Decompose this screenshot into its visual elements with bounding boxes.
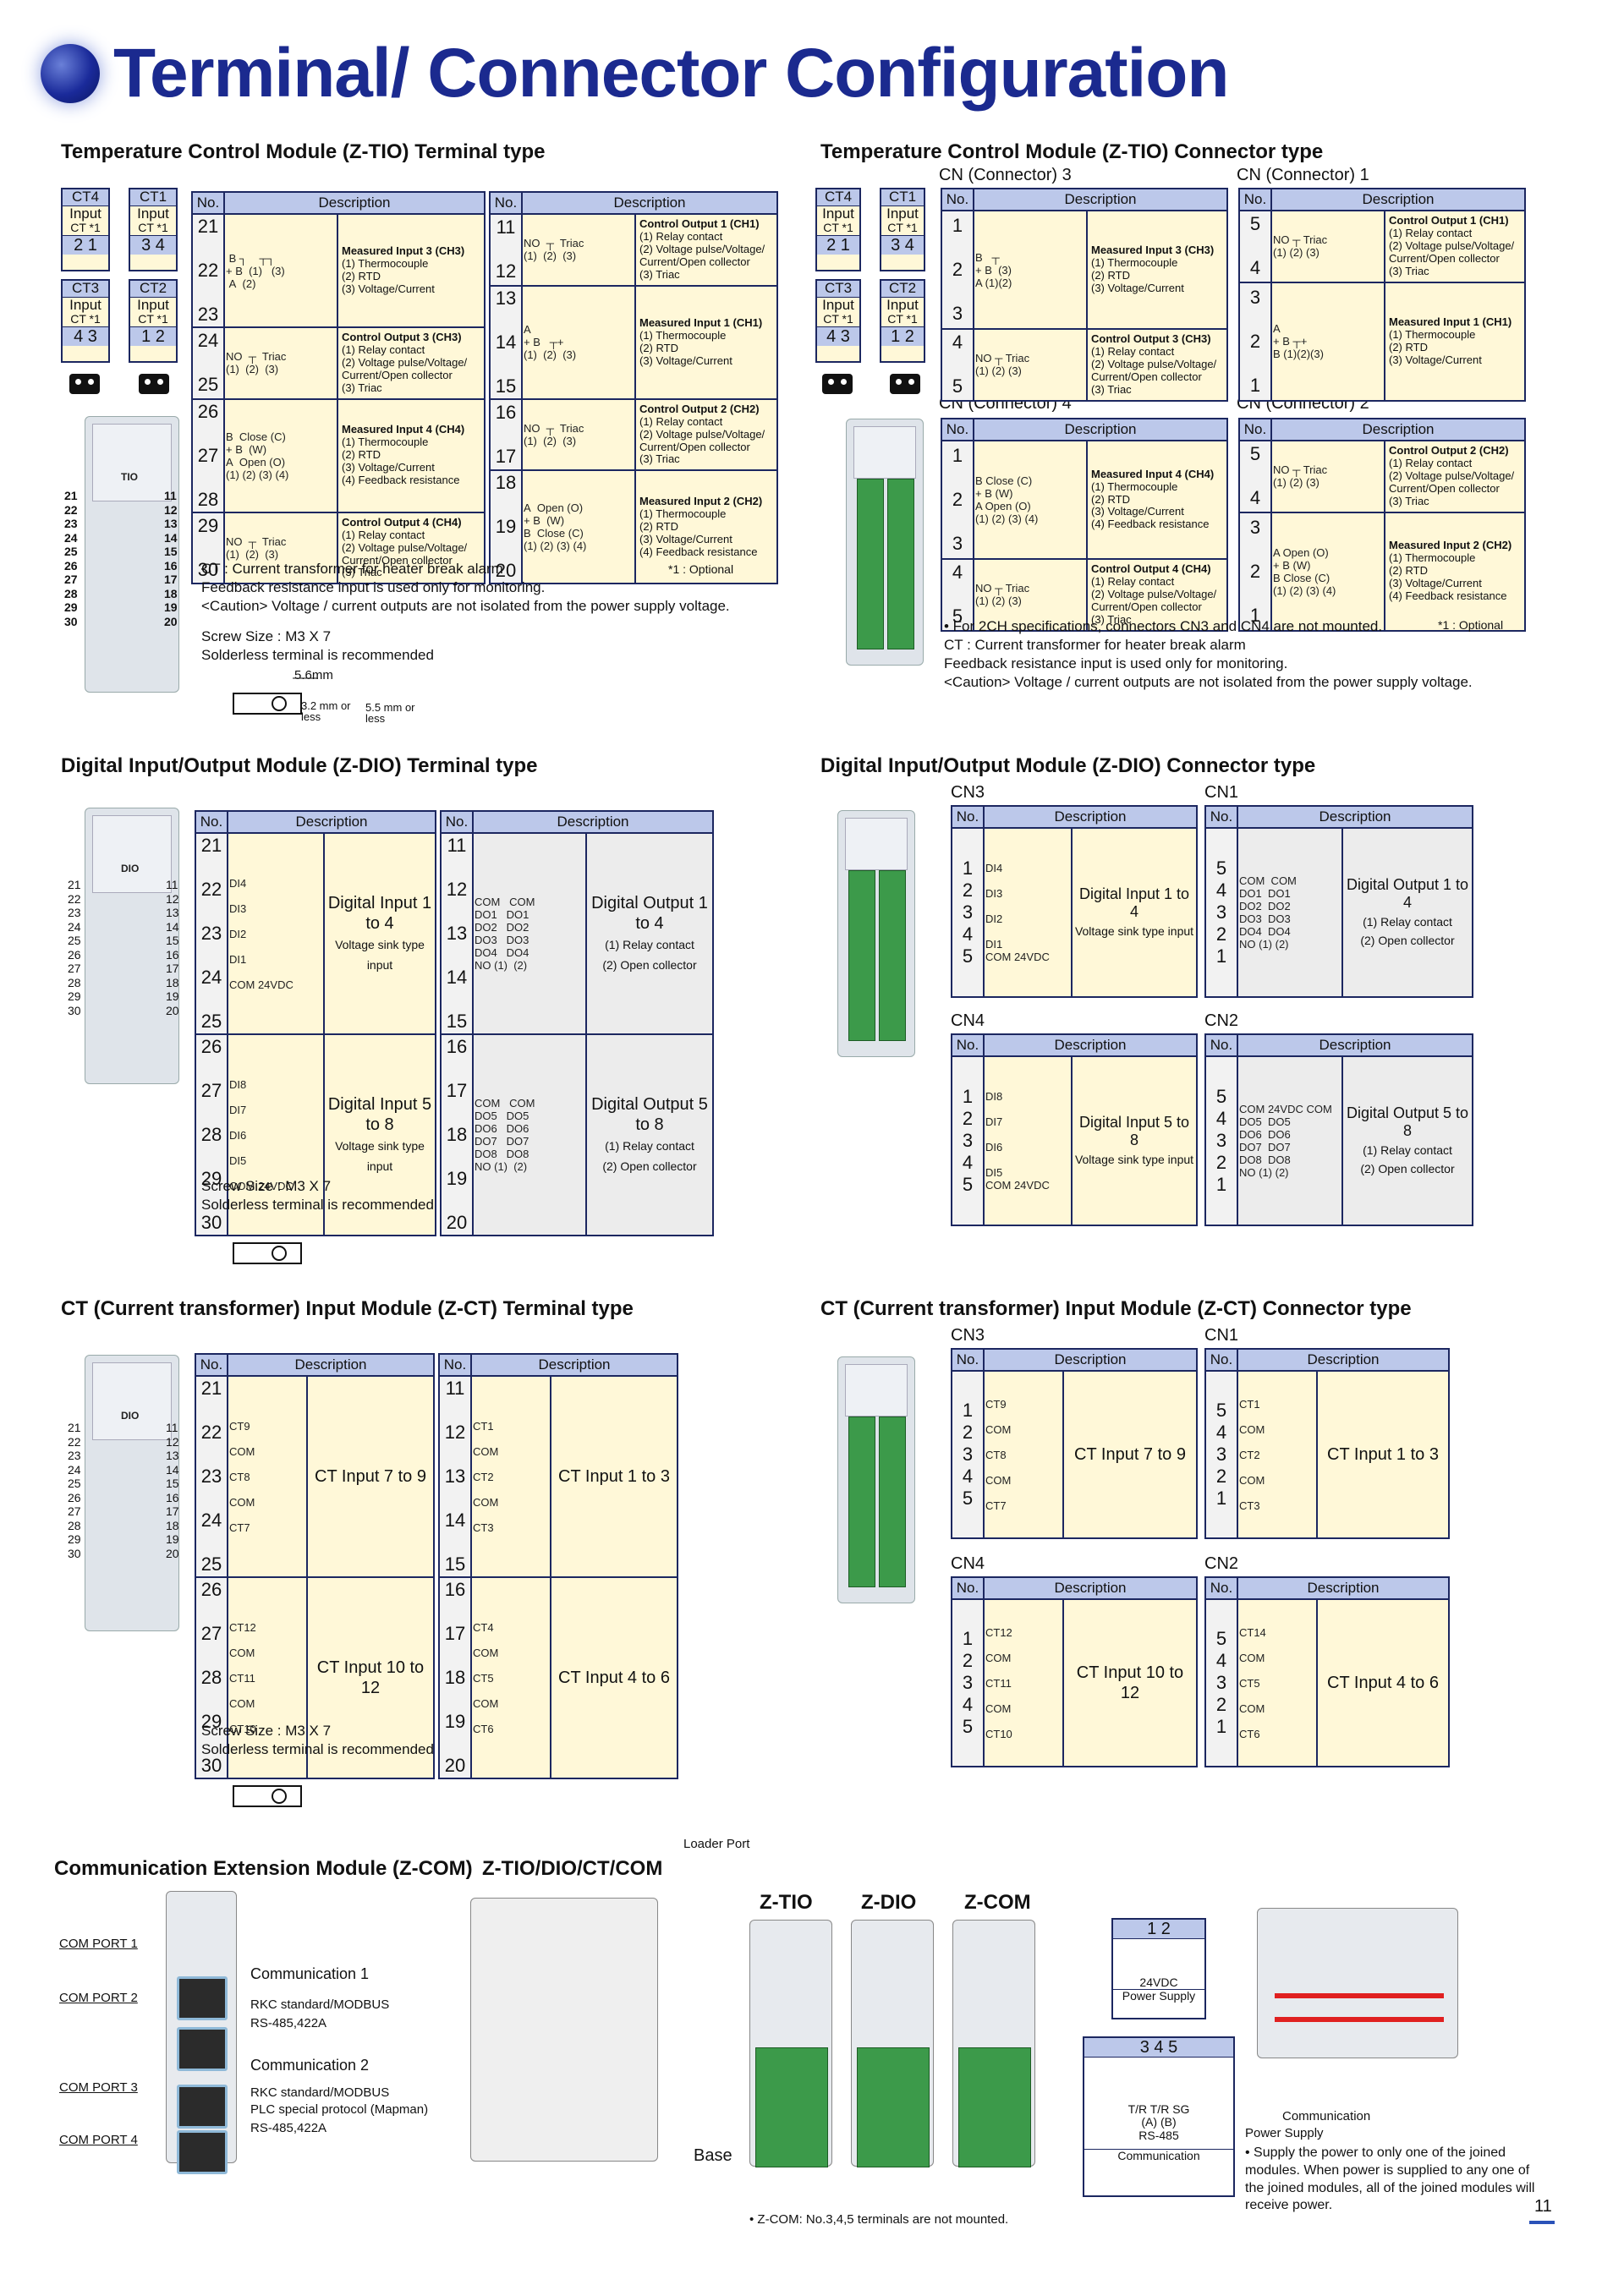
terminal-lug-icon <box>233 1785 302 1807</box>
com-port-4-icon <box>177 2130 228 2174</box>
ct-connector-module-image <box>837 1356 915 1603</box>
ct1-box: CT1 Input CT *1 3 4 <box>129 188 178 271</box>
zcom-base-image <box>952 1920 1035 2167</box>
ct2-box: CT2 Input CT *1 1 2 <box>129 279 178 363</box>
tio-terminal-notes: CT : Current transformer for heater brea… <box>201 561 730 615</box>
tio-module-image: TIO <box>85 416 179 693</box>
com-title: Communication Extension Module (Z-COM) <box>54 1857 473 1880</box>
ct-jack-icon <box>822 374 853 394</box>
page-number-underline <box>1529 2221 1555 2224</box>
com-module-image <box>166 1891 237 2174</box>
page-header: Terminal/ Connector Configuration <box>41 34 1229 113</box>
ct-module-image: DIO <box>85 1355 179 1631</box>
tio-connector-notes: • For 2CH specifications, connectors CN3… <box>944 618 1473 691</box>
ztio-base-image <box>749 1920 832 2167</box>
ct-jack-icon <box>69 374 100 394</box>
ct-connector-title: CT (Current transformer) Input Module (Z… <box>820 1297 1412 1320</box>
optional-note: *1 : Optional <box>668 562 734 576</box>
com-port-1-icon <box>177 1976 228 2020</box>
tio-connector-module-image <box>846 419 924 666</box>
joined-modules-image <box>1257 1908 1458 2058</box>
ct-terminal-title: CT (Current transformer) Input Module (Z… <box>61 1297 634 1320</box>
base-title: Z-TIO/DIO/CT/COM <box>482 1857 663 1880</box>
ct-jack-icon <box>139 374 169 394</box>
tio-connector-title: Temperature Control Module (Z-TIO) Conne… <box>820 140 1324 163</box>
com-port-3-icon <box>177 2085 228 2129</box>
ct4-box: CT4 Input CT *1 2 1 <box>61 188 110 271</box>
schematic: B ┐ ┬┐+ B (1) (3) A (2) <box>223 213 338 328</box>
terminal-lug-icon <box>233 677 318 715</box>
dio-connector-module-image <box>837 810 915 1057</box>
tio-terminal-title: Temperature Control Module (Z-TIO) Termi… <box>61 140 546 163</box>
bullet-icon <box>41 44 100 103</box>
dio-terminal-title: Digital Input/Output Module (Z-DIO) Term… <box>61 754 538 777</box>
terminal-lug-icon <box>233 1242 302 1264</box>
power-supply-box: 1 2 24VDC Power Supply <box>1111 1918 1206 2019</box>
com-port-2-icon <box>177 2027 228 2071</box>
screw-note: Screw Size : M3 X 7 Solderless terminal … <box>201 628 434 664</box>
dio-connector-title: Digital Input/Output Module (Z-DIO) Conn… <box>820 754 1316 777</box>
ct3-box: CT3 Input CT *1 4 3 <box>61 279 110 363</box>
dio-module-image: DIO <box>85 808 179 1084</box>
page-number: 11 <box>1534 2197 1552 2216</box>
page-title: Terminal/ Connector Configuration <box>113 35 1229 112</box>
zdio-base-image <box>851 1920 934 2167</box>
base-unit-image <box>470 1898 658 2162</box>
ct-jack-icon <box>890 374 920 394</box>
communication-box: 3 4 5 T/R T/R SG (A) (B) RS-485 Communic… <box>1083 2036 1235 2197</box>
